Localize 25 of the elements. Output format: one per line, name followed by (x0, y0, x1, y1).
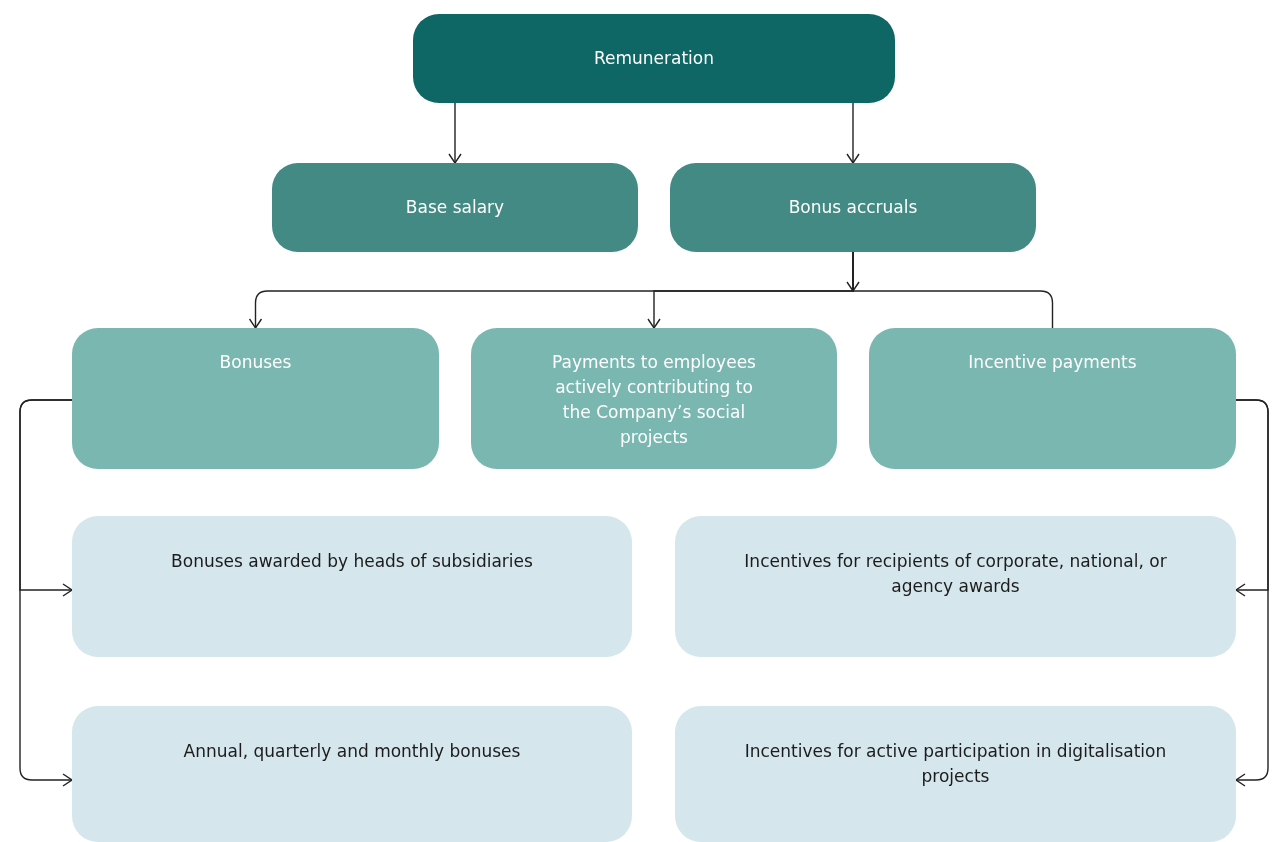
box-label: Base salary (405, 196, 505, 219)
category-box (413, 14, 895, 103)
arrow (846, 102, 860, 164)
arrow (448, 102, 462, 164)
box-label: Bonus accruals (788, 196, 918, 219)
box-label: Bonuses awarded by heads of subsidiaries (171, 550, 533, 573)
category-box (72, 516, 632, 657)
box-label: Payments to employees actively contributing to the Company’s social projects (551, 351, 757, 449)
category-box (272, 163, 638, 252)
box-label: Remuneration (593, 47, 714, 70)
connector-line (852, 251, 1054, 329)
category-box (675, 516, 1236, 657)
category-box (72, 328, 439, 469)
box-label: Annual, quarterly and monthly bonuses (183, 740, 521, 763)
category-box (471, 328, 837, 469)
box-label: Incentive payments (968, 351, 1137, 374)
box-label: Incentives for recipients of corporate, national, or agency awards (743, 550, 1168, 598)
category-box (72, 706, 632, 842)
category-box (869, 328, 1236, 469)
box-label: Bonuses (219, 351, 292, 374)
category-box (670, 163, 1036, 252)
box-label: Incentives for active participation in digitalisation projects (743, 740, 1168, 788)
arrow (1235, 399, 1269, 787)
category-box (675, 706, 1236, 842)
arrow (19, 399, 73, 787)
